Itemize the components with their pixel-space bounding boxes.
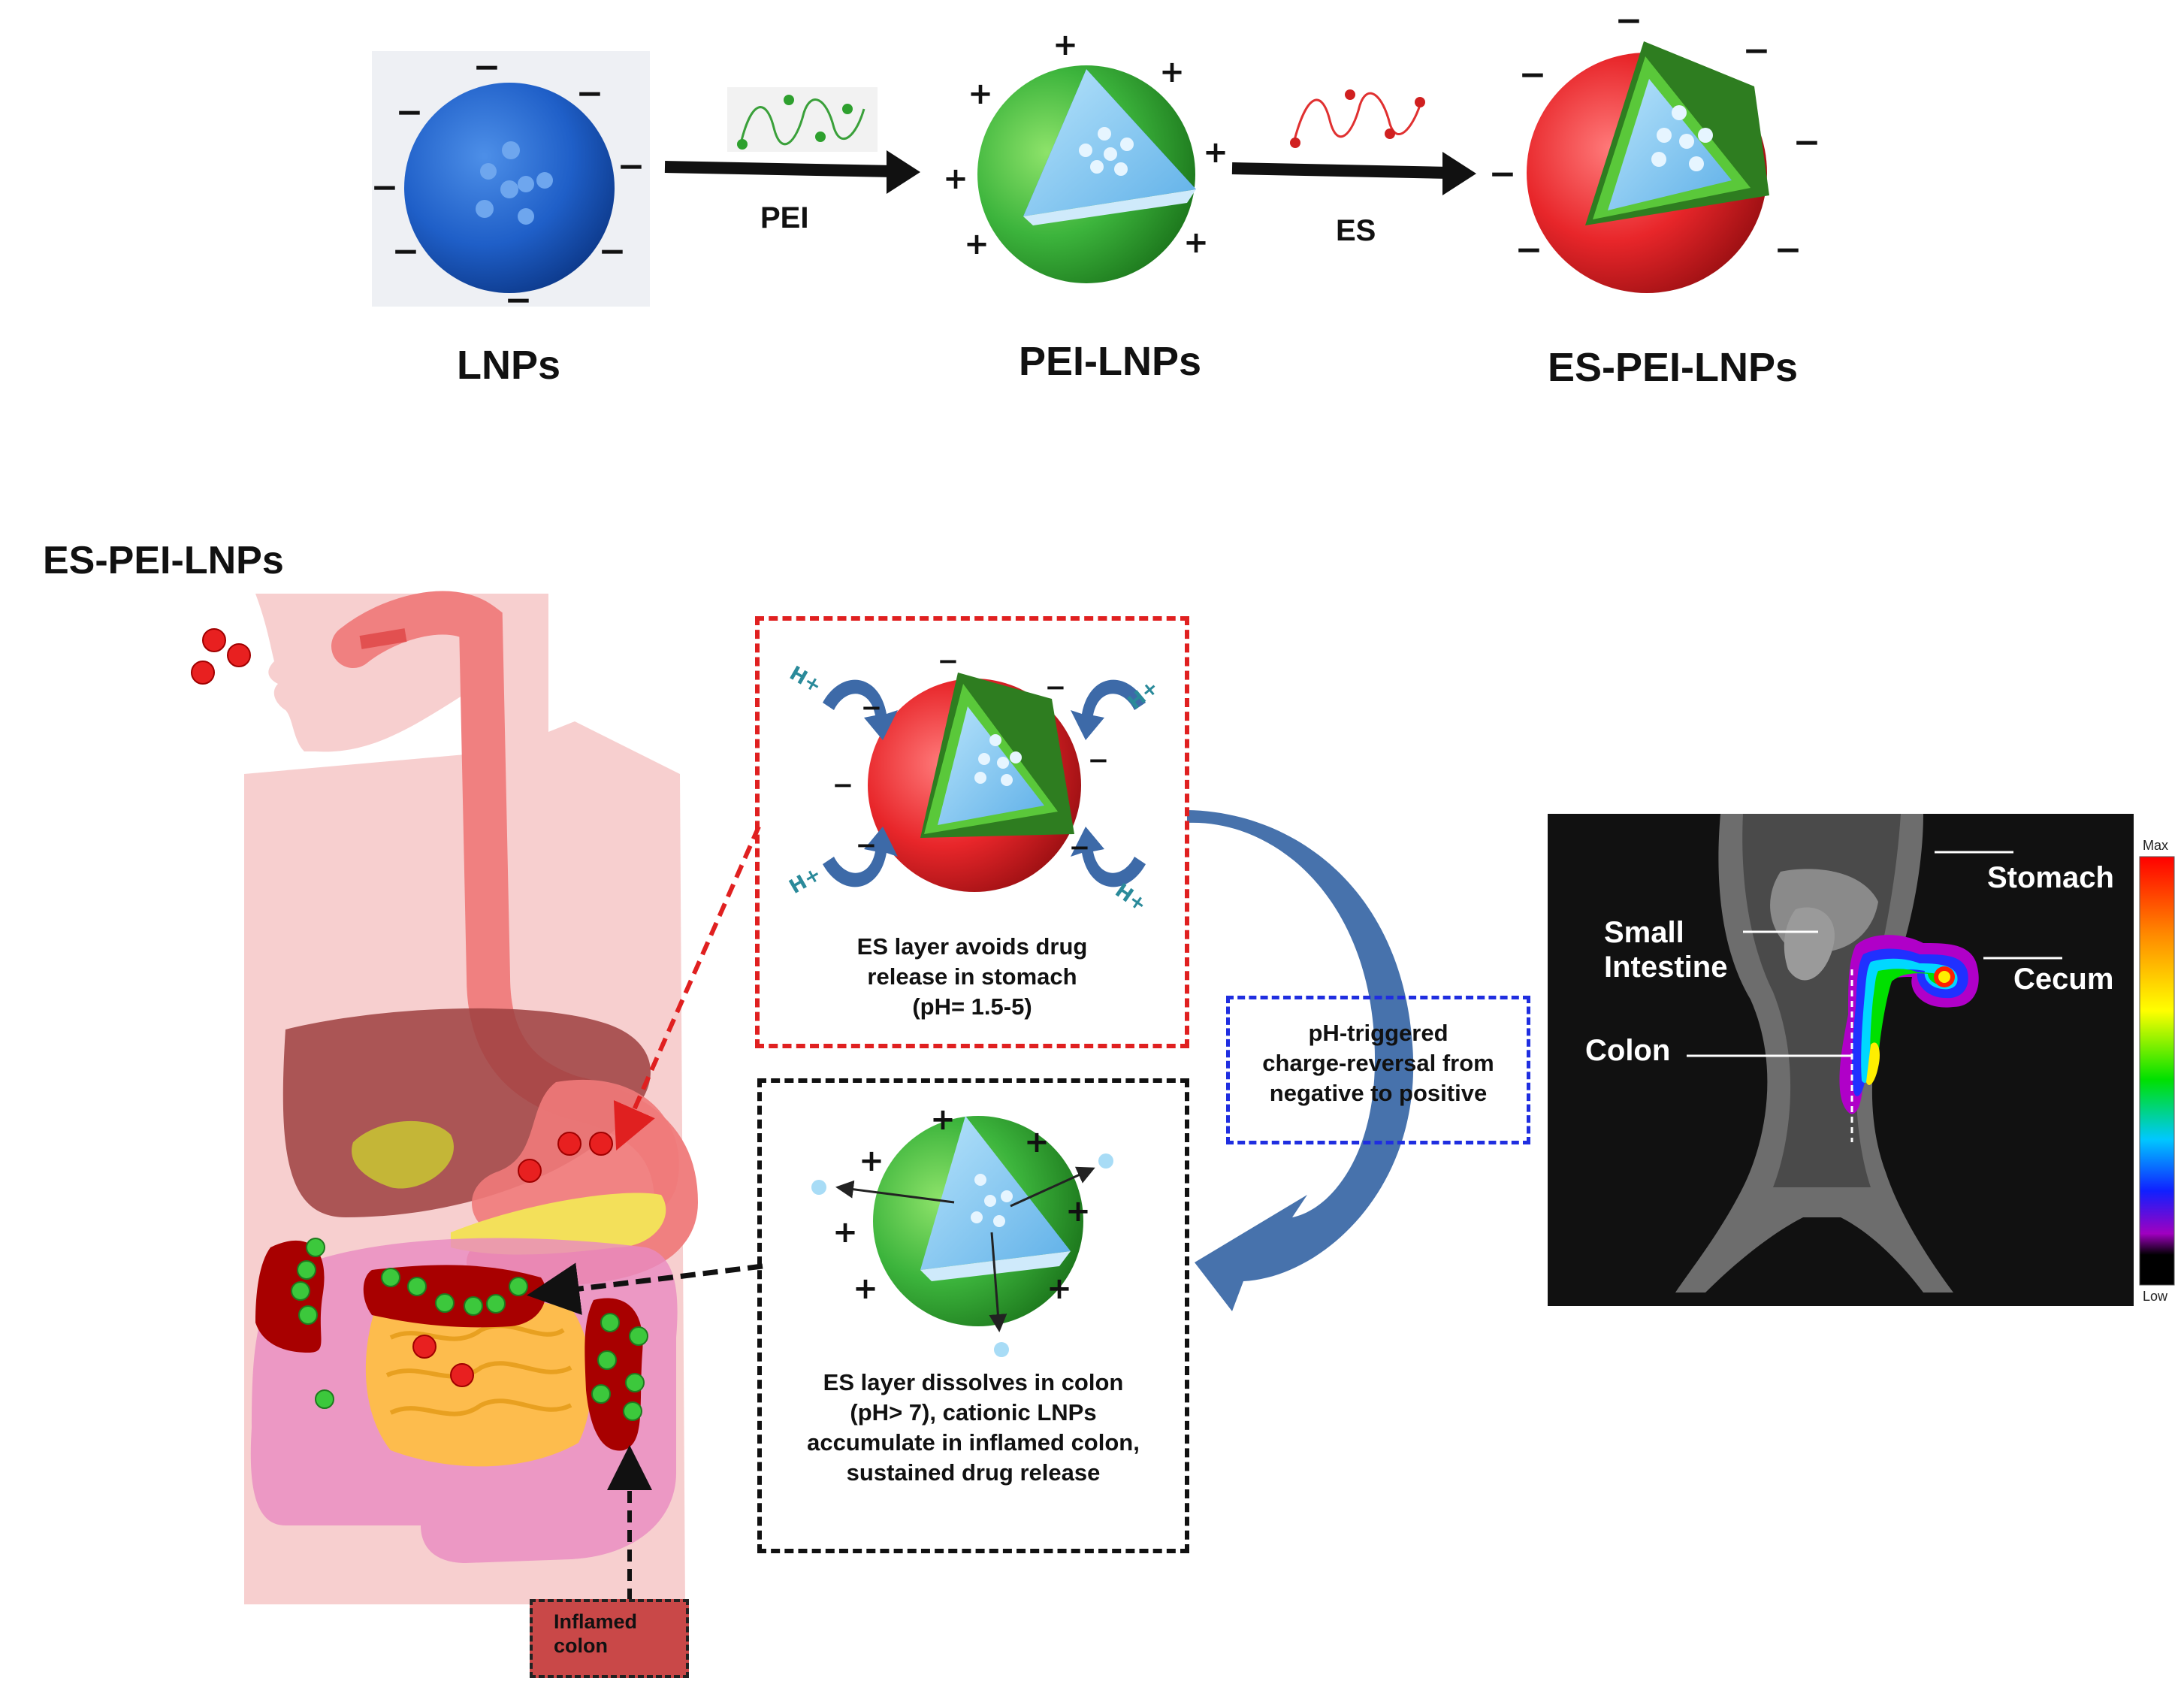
arrow-pei [664, 87, 920, 194]
stomach-charge: − [1087, 745, 1110, 775]
mouse-imaging-panel [1548, 814, 2175, 1306]
pei-arrow-label: PEI [760, 201, 809, 234]
pei-lnp-charge: + [1159, 55, 1185, 89]
colon-label: Colon [1585, 1034, 1671, 1067]
es-pei-lnp-charge: − [1488, 155, 1517, 193]
es-pei-lnp-charge: − [1774, 231, 1802, 269]
es-pei-lnp-charge: − [1615, 2, 1643, 40]
stomach-box-text: ES layer avoids drug release in stomach … [856, 933, 1088, 1020]
scale-low-label: Low [2143, 1289, 2168, 1304]
colon-charge: + [832, 1215, 858, 1250]
lnp-charge: − [473, 48, 501, 86]
small-intestine-label: Small Intestine [1604, 916, 1728, 984]
pei-lnp-label: PEI-LNPs [1019, 339, 1202, 384]
lnp-charge: − [370, 168, 399, 207]
section-title: ES-PEI-LNPs [43, 539, 284, 582]
stomach-charge: − [860, 693, 883, 723]
pei-lnp-charge: + [1183, 225, 1209, 260]
colon-box-text: ES layer dissolves in colon (pH> 7), cat… [807, 1369, 1140, 1486]
colon-charge: + [859, 1144, 884, 1178]
lnp-charge: − [391, 232, 420, 271]
colon-charge: + [1024, 1125, 1050, 1159]
es-pei-lnp-charge: − [1518, 56, 1547, 94]
release-arrows [835, 1166, 1095, 1332]
scale-max-label: Max [2143, 838, 2169, 853]
stomach-charge: − [937, 646, 959, 676]
colon-charge: + [853, 1271, 878, 1306]
lnp-label: LNPs [457, 343, 561, 388]
colon-pointer [527, 1262, 763, 1315]
lnp-charge: − [395, 93, 424, 132]
charge-reversal-arrow [1187, 810, 1414, 1311]
lnp-charge: − [575, 74, 604, 113]
arrow-es [1231, 89, 1476, 195]
pei-lnp-charge: + [964, 227, 989, 262]
stomach-box [755, 616, 1189, 1048]
lnp-charge: − [504, 281, 533, 319]
pei-lnp-charge: + [1053, 28, 1078, 62]
stomach-charge: − [855, 830, 878, 860]
body-illustration [191, 591, 699, 1604]
colon-pei-particle [873, 1116, 1083, 1326]
colon-charge: + [1065, 1194, 1091, 1229]
proton-arrows [823, 679, 1146, 887]
cecum-label: Cecum [2013, 963, 2114, 996]
pei-lnp-charge: + [968, 77, 993, 111]
pei-lnp-charge: + [1203, 135, 1228, 170]
colon-charge: + [930, 1102, 956, 1137]
es-arrow-label: ES [1336, 214, 1376, 247]
inflamed-colon-label: Inflamed colon [530, 1599, 689, 1678]
charge-reversal-box [1226, 996, 1530, 1144]
pei-lnp-charge: + [943, 162, 968, 196]
charge-reversal-text: pH-triggered charge-reversal from negati… [1262, 1020, 1494, 1106]
lnp-particle [404, 83, 615, 293]
stomach-label: Stomach [1987, 861, 2114, 894]
stomach-es-particle [868, 673, 1081, 892]
colon-charge: + [1047, 1271, 1072, 1306]
es-pei-lnp-charge: − [1742, 32, 1771, 70]
stomach-charge: − [832, 770, 854, 800]
stomach-charge: − [1068, 833, 1091, 863]
lnp-charge: − [617, 147, 645, 186]
es-pei-lnp-label: ES-PEI-LNPs [1548, 345, 1799, 390]
colon-box [757, 1078, 1189, 1553]
stomach-charge: − [1044, 673, 1067, 703]
es-pei-lnp-particle [1527, 41, 1769, 293]
stomach-pointer [613, 825, 761, 1150]
lnp-charge: − [598, 232, 627, 271]
es-pei-lnp-charge: − [1515, 231, 1543, 269]
released-drug [811, 1153, 1113, 1357]
es-pei-lnp-charge: − [1793, 123, 1821, 162]
pei-lnp-particle [977, 65, 1196, 283]
